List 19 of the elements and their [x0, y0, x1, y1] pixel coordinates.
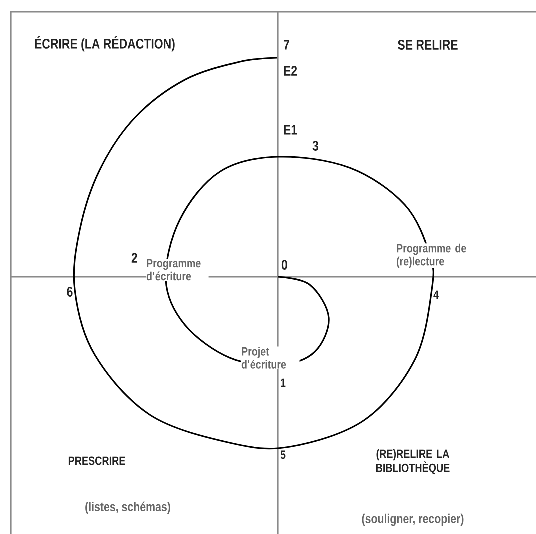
point-number: 2 — [132, 253, 138, 263]
point-number: 7 — [284, 40, 290, 50]
point-number: 0 — [282, 260, 288, 270]
quadrant-heading: ÉCRIRE (LA RÉDACTION) — [35, 36, 175, 52]
quadrant-heading: SE RELIRE — [398, 40, 458, 50]
note: (listes, schémas) — [84, 502, 172, 514]
point-number: E2 — [284, 66, 298, 76]
point-number: 5 — [280, 450, 286, 460]
point-number: 3 — [312, 141, 318, 151]
point-number: 6 — [67, 287, 73, 297]
point-number: E1 — [284, 125, 298, 135]
quadrant-heading: (RE)RELIRE LA BIBLIOTHÈQUE — [376, 449, 450, 475]
point-number: 4 — [434, 290, 439, 300]
stage-label: Programme de (re)lecture — [396, 244, 469, 268]
stage-label: Projet d'écriture — [241, 346, 300, 370]
note: (souligner, recopier) — [361, 514, 465, 526]
stage-label: Programme d'écriture — [146, 259, 209, 281]
point-number: 1 — [281, 378, 286, 388]
quadrant-heading: PRESCRIRE — [68, 456, 126, 466]
